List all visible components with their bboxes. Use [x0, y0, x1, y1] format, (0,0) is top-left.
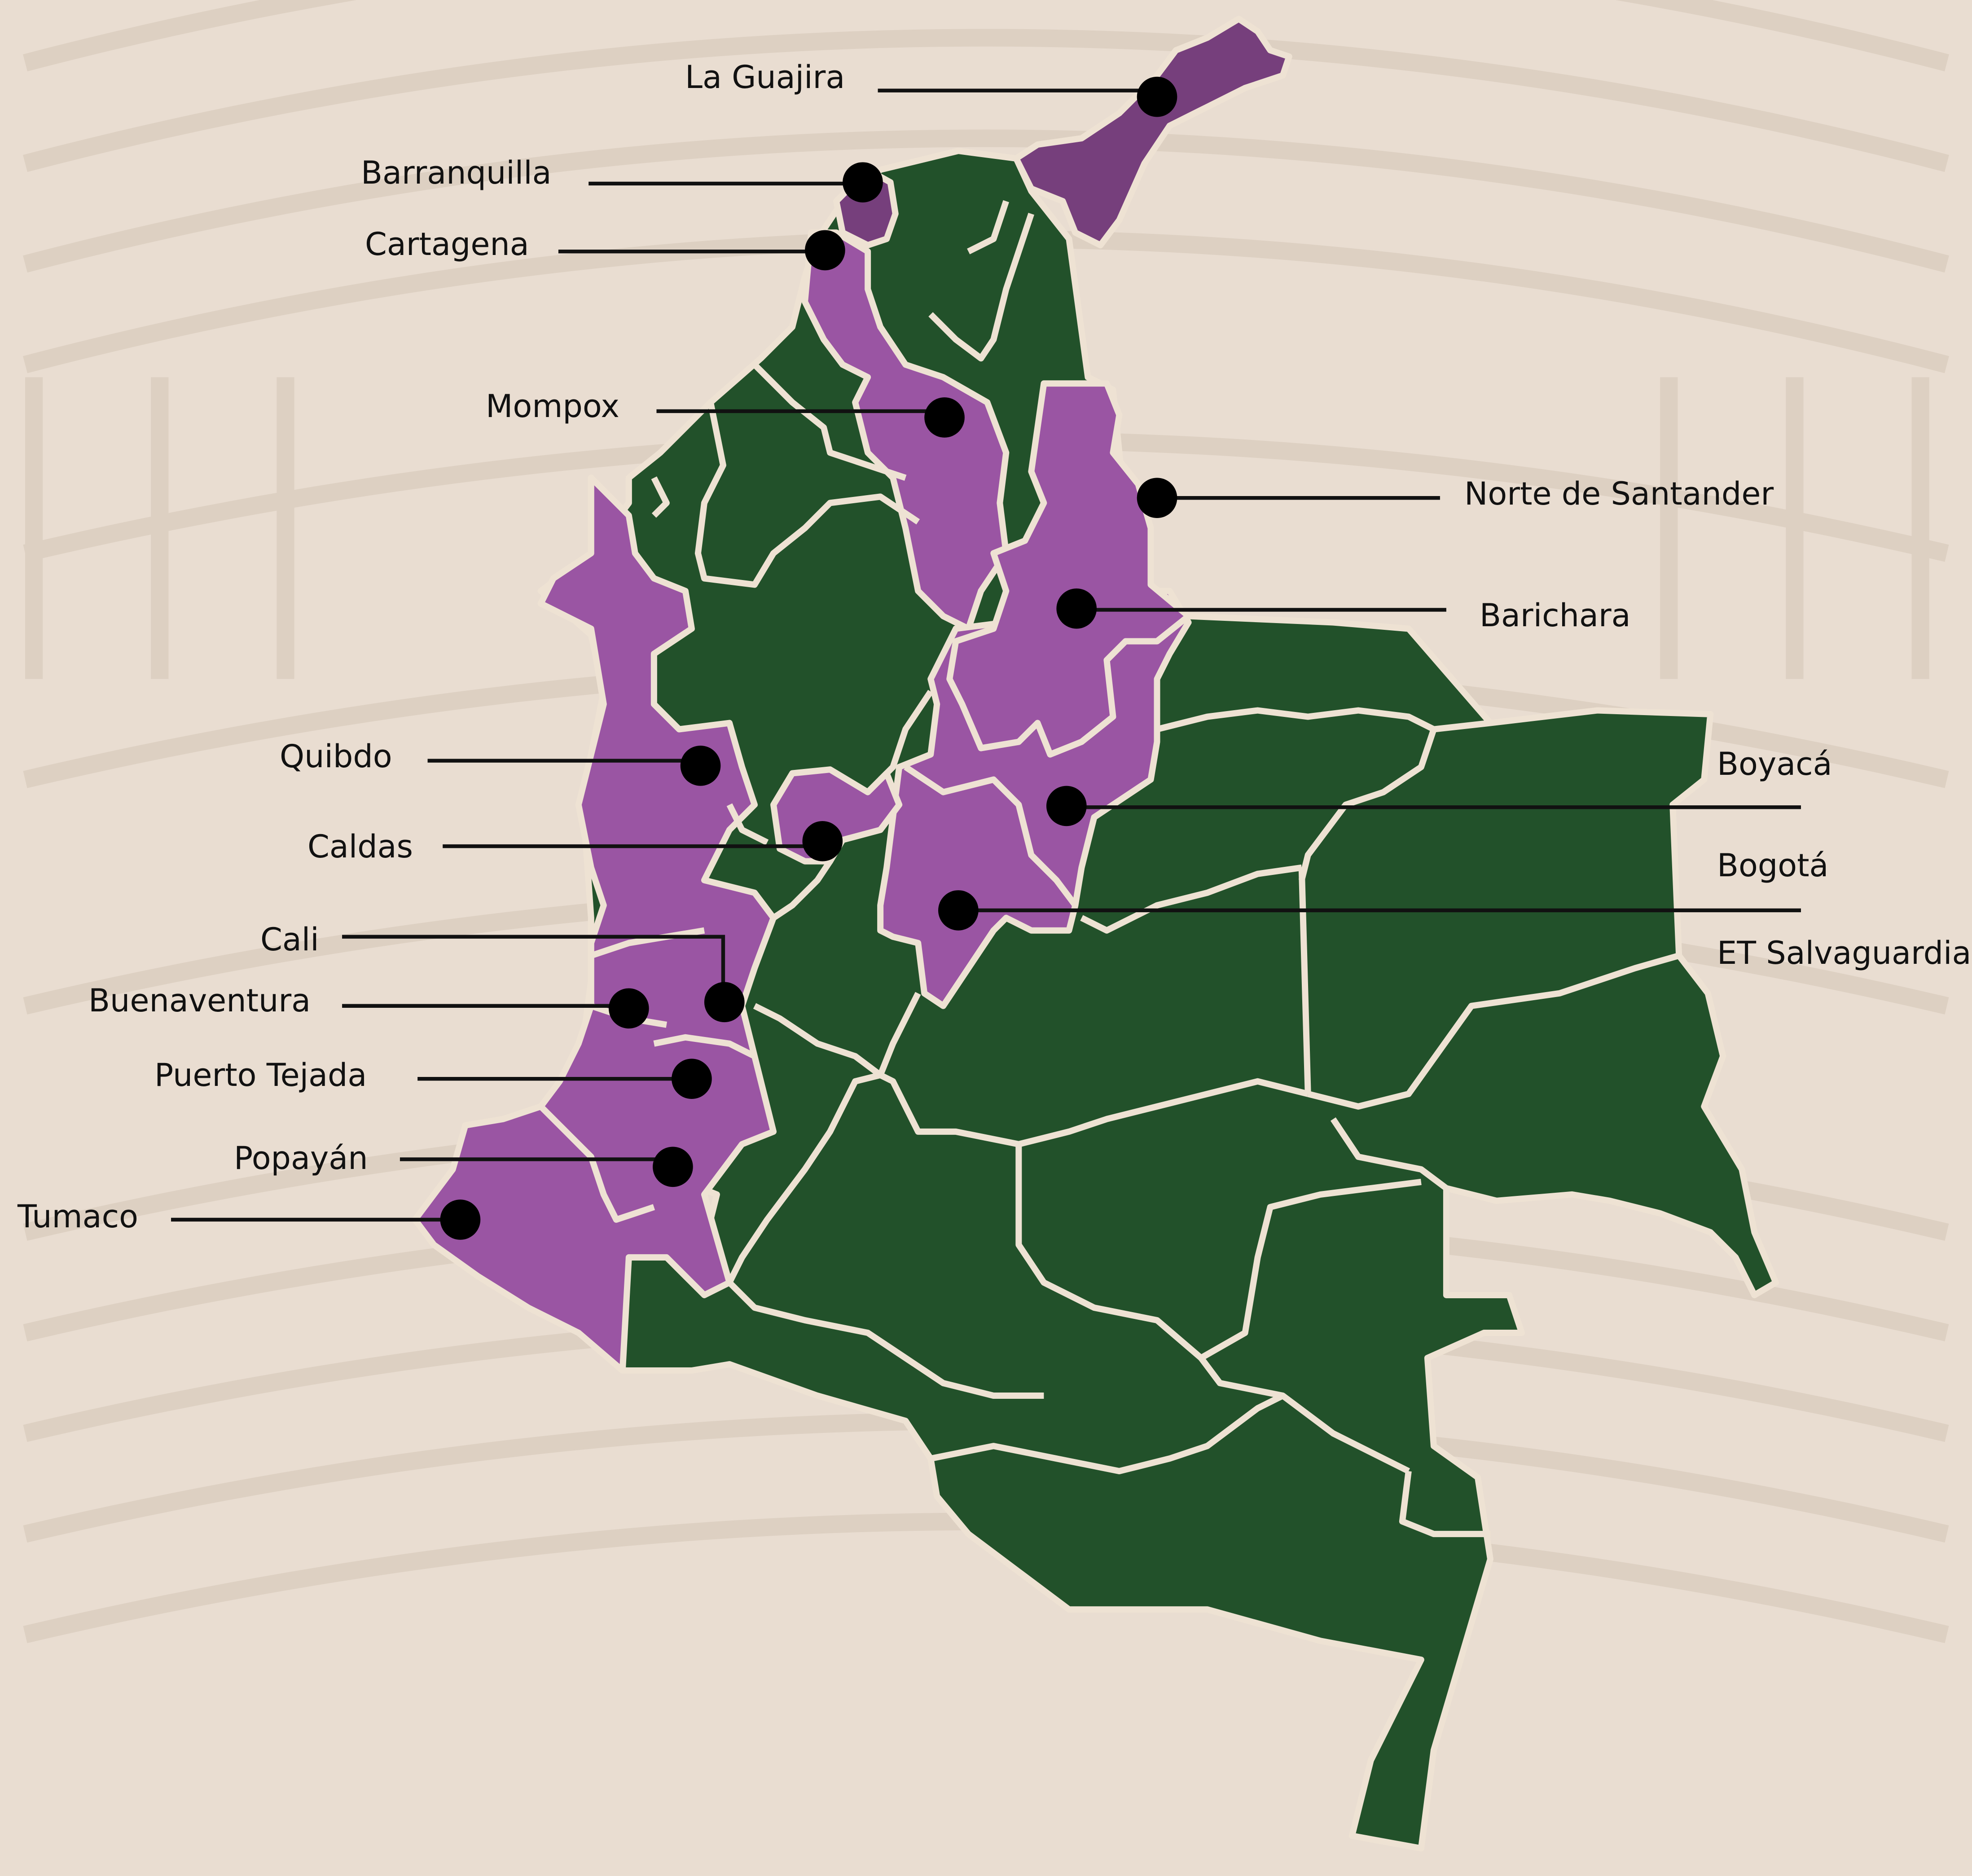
leader-line-cali — [342, 935, 725, 1002]
background-bar — [1911, 377, 1929, 679]
background-bar — [277, 377, 294, 679]
marker-dot-cartagena — [805, 230, 845, 271]
border-line — [1015, 1144, 1203, 1361]
border-line — [1156, 707, 1491, 733]
marker-dot-quibdo — [680, 745, 721, 786]
background-bars — [25, 377, 1929, 679]
marker-dot-bogota — [938, 890, 979, 931]
background-bar — [25, 377, 43, 679]
border-line — [1198, 1356, 1410, 1474]
internal-borders — [538, 200, 1680, 1538]
border-line — [1018, 1078, 1309, 1147]
background-bar — [1786, 377, 1804, 679]
region-pacific — [412, 474, 777, 1374]
marker-dot-barichara — [1056, 588, 1097, 629]
border-line — [879, 1072, 1019, 1147]
border-line — [651, 476, 670, 518]
border-line — [877, 992, 921, 1076]
background-arc — [23, 29, 1949, 172]
border-line — [727, 1280, 1044, 1399]
border-line — [726, 1072, 881, 1284]
border-line — [878, 690, 934, 782]
border-line — [904, 764, 1078, 907]
border-line — [1080, 864, 1302, 934]
border-line — [1298, 867, 1311, 1094]
border-line — [590, 927, 705, 959]
border-line — [1307, 952, 1680, 1110]
background-bar — [151, 377, 169, 679]
marker-dot-buenaventura — [609, 988, 649, 1029]
border-line — [726, 803, 769, 845]
border-line — [538, 1104, 655, 1223]
marker-dot-barranquilla — [843, 162, 883, 202]
marker-dot-cali — [704, 982, 745, 1023]
border-line — [1199, 1178, 1422, 1361]
border-line — [1330, 1117, 1449, 1191]
border-line — [1298, 728, 1437, 881]
marker-dots — [440, 76, 1177, 1240]
border-line — [753, 1003, 883, 1078]
region-bolivar — [802, 229, 1010, 632]
border-line — [928, 212, 1035, 362]
marker-dot-mompox — [924, 397, 965, 438]
background-arc — [23, 129, 1949, 273]
marker-dot-la-guajira — [1137, 76, 1177, 117]
leader-lines — [171, 88, 1801, 1222]
border-line — [694, 401, 920, 588]
marker-dot-caldas — [802, 821, 843, 861]
border-line — [752, 362, 907, 481]
border-line — [772, 859, 833, 921]
marker-dot-tumaco — [440, 1199, 481, 1240]
marker-dot-norte-de-santander — [1137, 478, 1177, 518]
background-bar — [1660, 377, 1678, 679]
marker-dot-boyaca — [1046, 786, 1087, 826]
border-line — [653, 1034, 756, 1059]
border-line — [1399, 1471, 1490, 1538]
border-line — [930, 1393, 1284, 1475]
marker-dot-puerto-tejada — [672, 1059, 712, 1099]
border-line — [967, 200, 1009, 255]
marker-dot-popayan — [653, 1147, 693, 1187]
